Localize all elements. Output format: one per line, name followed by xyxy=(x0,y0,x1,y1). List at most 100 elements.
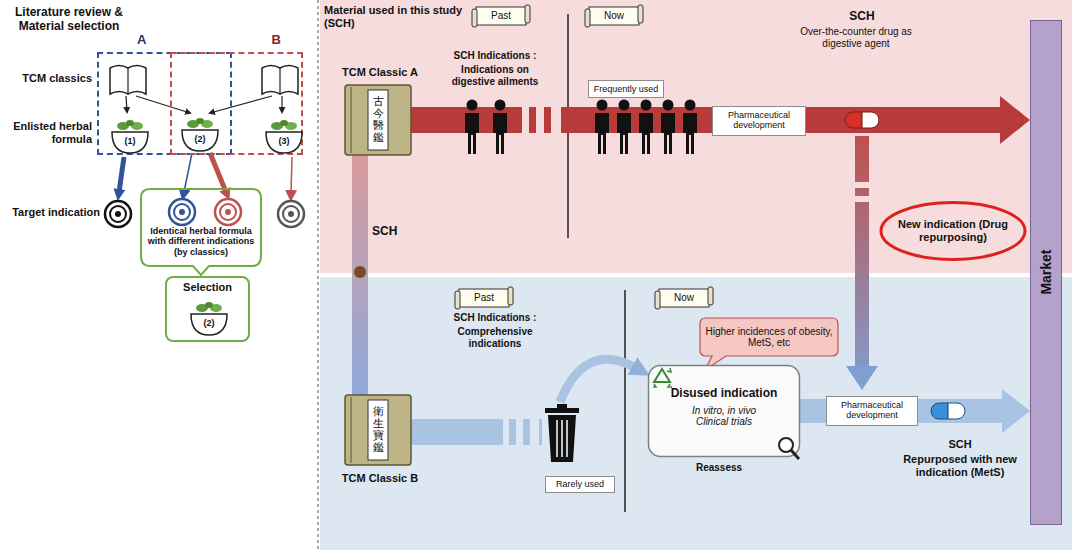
fade-gap xyxy=(522,104,529,136)
repurposing-arrow xyxy=(855,136,869,366)
target-center xyxy=(225,209,231,215)
herb-leaf xyxy=(196,118,204,124)
book-outline xyxy=(110,66,146,95)
callout-box: Higher incidences of obesity, MetS, etc xyxy=(700,318,838,356)
bubble-outline xyxy=(141,189,261,275)
junction-dot xyxy=(354,266,366,278)
bowl-outline xyxy=(112,132,148,153)
classic-book: 衛生寶鑑 xyxy=(345,395,411,465)
reassess-arrow xyxy=(560,359,636,402)
selection-box: Selection (2) xyxy=(165,276,250,342)
scroll-roll xyxy=(585,9,590,27)
classic-book-icon xyxy=(262,66,298,95)
node-text: (1) xyxy=(125,136,136,146)
label-slot: TCM Classic B xyxy=(335,472,425,485)
person-icon xyxy=(683,100,697,155)
node-text: (2) xyxy=(204,318,215,328)
target-ring xyxy=(105,201,131,227)
label-slot: TCM Classic A xyxy=(335,66,425,79)
node-text: 衛生寶鑑 xyxy=(373,406,384,454)
label-slot: TCM classics xyxy=(4,72,92,85)
label-text: Target indication xyxy=(2,206,100,219)
era-scroll: Past xyxy=(455,288,513,308)
label-text: Indications on digestive ailments xyxy=(440,64,550,87)
label-slot: Repurposed with new indication (MetS) xyxy=(900,453,1020,478)
book-binding xyxy=(351,397,352,463)
trash-lid xyxy=(545,408,579,413)
node-text: New indication (Drug repurposing) xyxy=(897,218,1009,243)
node-text: Material used in this study (SCH) xyxy=(320,0,464,29)
enlist-arrow xyxy=(126,96,127,112)
label-text: Reassess xyxy=(684,462,754,474)
herbal-formula: (1) xyxy=(110,120,150,154)
target-ring xyxy=(283,206,299,222)
node-text: Now xyxy=(604,10,624,22)
person-icon xyxy=(661,100,675,155)
label-slot: SCH Indications : xyxy=(430,312,560,324)
edge-label: SCH xyxy=(372,225,397,239)
fade-gap xyxy=(551,104,561,136)
person-icon xyxy=(493,100,507,155)
node-text: (2) xyxy=(195,134,206,144)
node-text: Pharmaceutical development xyxy=(716,111,802,131)
fade-gap xyxy=(530,417,539,447)
node-text: A xyxy=(137,33,146,48)
scroll-sheet xyxy=(659,289,709,307)
node-text: Rarely used xyxy=(556,479,604,489)
label-text: TCM classics xyxy=(4,72,92,85)
scroll-roll xyxy=(525,5,530,23)
label-text: Repurposed with new indication (MetS) xyxy=(900,453,1020,478)
reassess-outline xyxy=(649,366,800,457)
bottom-band xyxy=(320,277,1072,550)
label-slot: Over-the-counter drug as digestive agent xyxy=(800,26,912,49)
classic-book-icon xyxy=(110,66,146,95)
target-icon xyxy=(169,199,195,225)
node-text: Selection xyxy=(183,281,232,294)
label-text: SCH Indications : xyxy=(430,50,560,62)
herb-leaf xyxy=(126,120,134,126)
node-text: Past xyxy=(474,292,494,304)
herb-leaf xyxy=(205,302,213,308)
callout-outline xyxy=(700,318,838,370)
enlist-arrow xyxy=(136,96,190,113)
usage-box: Rarely used xyxy=(545,476,615,493)
fade-gap xyxy=(536,104,544,136)
node-text: 古今醫鑑 xyxy=(373,96,384,144)
person-icon xyxy=(465,100,479,155)
edge-label-slot: SCH xyxy=(372,225,397,239)
repurposing-arrowhead xyxy=(846,366,878,390)
label-slot: Target indication xyxy=(2,206,100,219)
label-text: Literature review & Material selection xyxy=(4,6,134,34)
label-slot: SCH xyxy=(812,10,912,24)
trash-body xyxy=(548,415,576,462)
market-bar: Market xyxy=(1030,20,1062,525)
label-text: Over-the-counter drug as digestive agent xyxy=(800,26,912,49)
enlist-arrow xyxy=(210,96,272,113)
panel-divider xyxy=(318,0,319,550)
target-icon xyxy=(105,201,131,227)
highlight-ellipse: New indication (Drug repurposing) xyxy=(878,200,1028,262)
node-text: B xyxy=(272,33,281,48)
label-slot: Enlisted herbal formula xyxy=(4,120,92,145)
herbal-formula: (2) xyxy=(189,302,229,336)
book-outline xyxy=(262,66,298,95)
book-spine xyxy=(279,68,280,94)
scroll-roll xyxy=(638,5,643,23)
fade-gap xyxy=(516,417,523,447)
label-text: SCH xyxy=(900,438,1020,451)
target-center xyxy=(115,211,121,217)
scroll-sheet xyxy=(589,7,639,25)
process-box: Pharmaceutical development xyxy=(712,106,806,136)
usage-box: Frequently used xyxy=(588,80,664,98)
label-slot: SCH Indications : xyxy=(430,50,560,62)
target-center xyxy=(179,209,185,215)
book-title-slip xyxy=(368,400,388,460)
label-text: TCM Classic A xyxy=(335,66,425,79)
target-icon xyxy=(215,199,241,225)
bowl-outline xyxy=(191,314,227,335)
speech-bubble: Identical herbal formula with different … xyxy=(140,188,262,266)
target-ring xyxy=(220,204,236,220)
node-text: Identical herbal formula with different … xyxy=(145,226,257,257)
book-title-slip xyxy=(368,90,388,150)
